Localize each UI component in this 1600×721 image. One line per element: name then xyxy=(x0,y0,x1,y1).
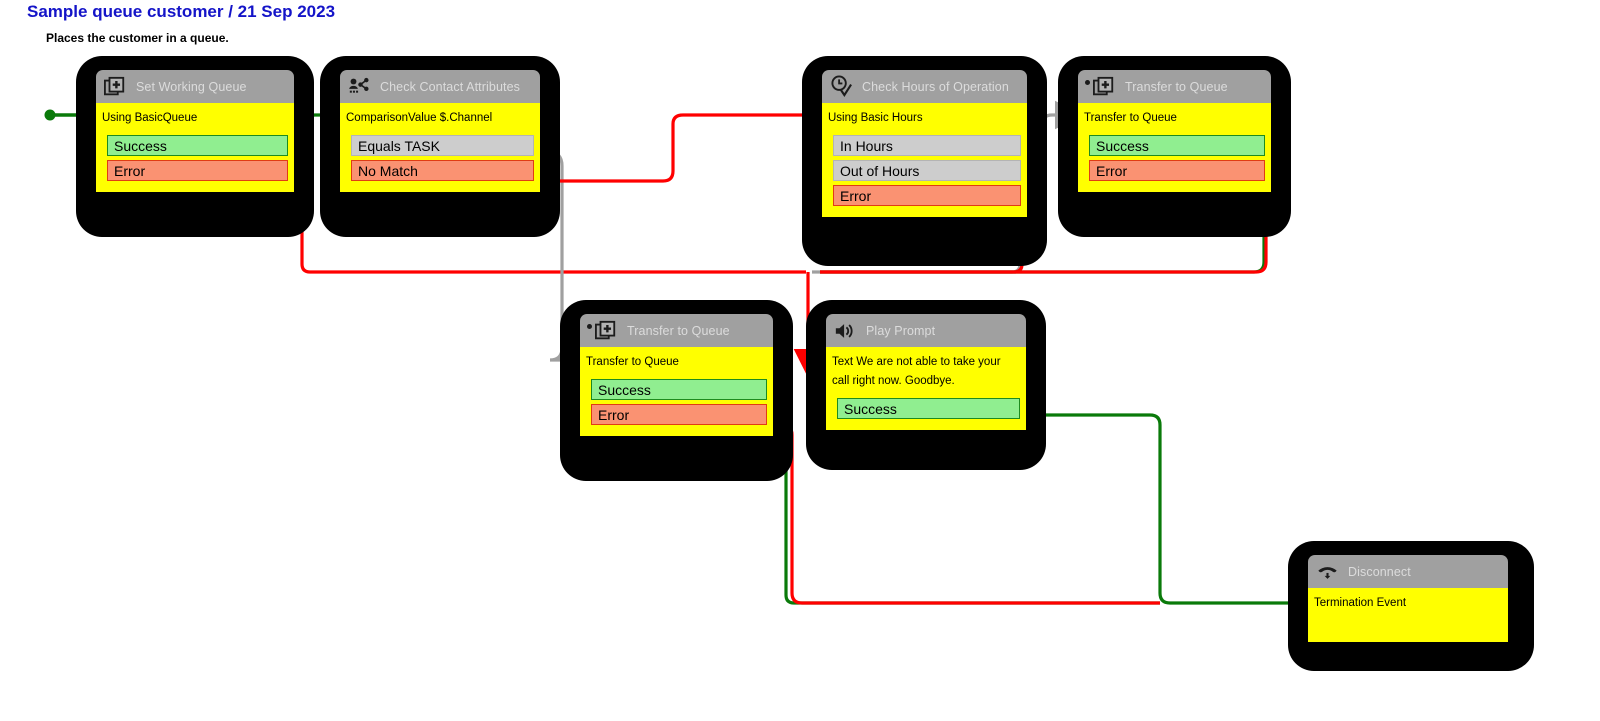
node-body-text: Termination Event xyxy=(1314,597,1407,609)
branch-error[interactable]: Error xyxy=(1089,160,1265,181)
node-play-prompt[interactable]: Play Prompt Text We are not able to take… xyxy=(806,300,1046,470)
header-bullet-icon xyxy=(1085,80,1090,85)
node-title: Play Prompt xyxy=(866,323,936,338)
node-header[interactable]: Check Contact Attributes xyxy=(340,70,540,103)
branch-error[interactable]: Error xyxy=(591,404,767,425)
branch-no-match[interactable]: No Match xyxy=(351,160,534,181)
node-set-working-queue[interactable]: Set Working Queue Using BasicQueue Succe… xyxy=(76,56,314,237)
branch-success[interactable]: Success xyxy=(107,135,288,156)
node-check-hours-of-operation[interactable]: Check Hours of Operation Using Basic Hou… xyxy=(802,56,1047,266)
node-body: Using BasicQueue Success Error xyxy=(96,103,294,192)
branch-success[interactable]: Success xyxy=(1089,135,1265,156)
node-title: Transfer to Queue xyxy=(627,323,730,338)
node-header[interactable]: Check Hours of Operation xyxy=(822,70,1027,103)
node-transfer-to-queue-top[interactable]: Transfer to Queue Transfer to Queue Succ… xyxy=(1058,56,1291,237)
node-body-text: Using BasicQueue xyxy=(102,112,198,124)
branch-out-of-hours[interactable]: Out of Hours xyxy=(833,160,1021,181)
node-body: Transfer to Queue Success Error xyxy=(1078,103,1271,192)
branch-in-hours[interactable]: In Hours xyxy=(833,135,1021,156)
node-body: ComparisonValue $.Channel Equals TASK No… xyxy=(340,103,540,192)
node-body-text: ComparisonValue $.Channel xyxy=(346,112,493,124)
wire-play-prompt-success xyxy=(1005,410,1326,618)
node-body-text: Using Basic Hours xyxy=(828,112,923,124)
phone-hangup-icon xyxy=(1315,560,1339,584)
node-title: Check Hours of Operation xyxy=(862,79,1009,94)
node-header[interactable]: Set Working Queue xyxy=(96,70,294,103)
node-title: Set Working Queue xyxy=(136,79,247,94)
wire-check-contact-attributes-no-match xyxy=(521,100,839,186)
copy-plus-icon xyxy=(594,319,618,343)
node-check-contact-attributes[interactable]: Check Contact Attributes ComparisonValue… xyxy=(320,56,560,237)
page-title: Sample queue customer / 21 Sep 2023 xyxy=(27,2,336,21)
node-title: Check Contact Attributes xyxy=(380,79,520,94)
node-title: Disconnect xyxy=(1348,564,1411,579)
header-bullet-icon xyxy=(587,324,592,329)
branch-error[interactable]: Error xyxy=(833,185,1021,206)
node-body-text: Transfer to Queue xyxy=(1084,112,1177,124)
branch-equals-task[interactable]: Equals TASK xyxy=(351,135,534,156)
branch-error[interactable]: Error xyxy=(107,160,288,181)
contact-attributes-icon xyxy=(347,75,371,99)
page-subtitle: Places the customer in a queue. xyxy=(46,31,229,45)
node-body: Text We are not able to take your call r… xyxy=(826,347,1026,430)
node-header[interactable]: Transfer to Queue xyxy=(580,314,773,347)
node-body: Termination Event xyxy=(1308,588,1508,642)
node-disconnect[interactable]: Disconnect Termination Event xyxy=(1288,541,1534,671)
copy-plus-icon xyxy=(1092,75,1116,99)
branch-success[interactable]: Success xyxy=(837,398,1020,419)
branch-success[interactable]: Success xyxy=(591,379,767,400)
node-body: Transfer to Queue Success Error xyxy=(580,347,773,436)
node-body-text: Transfer to Queue xyxy=(586,356,679,368)
node-header[interactable]: Transfer to Queue xyxy=(1078,70,1271,103)
speaker-icon xyxy=(833,319,857,343)
node-body: Using Basic Hours In Hours Out of Hours … xyxy=(822,103,1027,217)
node-title: Transfer to Queue xyxy=(1125,79,1228,94)
node-transfer-to-queue-mid[interactable]: Transfer to Queue Transfer to Queue Succ… xyxy=(560,300,793,481)
node-body-text: Text We are not able to take your call r… xyxy=(832,356,1001,387)
node-header[interactable]: Play Prompt xyxy=(826,314,1026,347)
copy-plus-icon xyxy=(103,75,127,99)
clock-check-icon xyxy=(829,75,853,99)
node-header[interactable]: Disconnect xyxy=(1308,555,1508,588)
